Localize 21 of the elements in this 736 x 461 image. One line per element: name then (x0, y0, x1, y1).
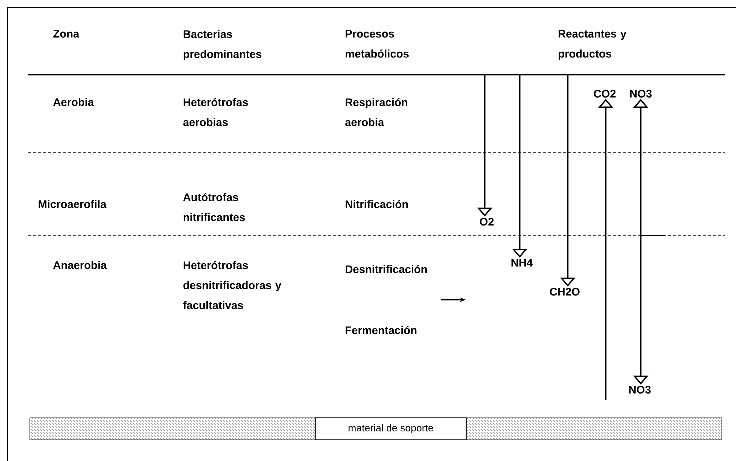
species-label: CO2 (594, 90, 616, 98)
table-text: Respiración aerobia (346, 98, 408, 126)
table-text: Autótrofas nitrificantes (183, 193, 246, 222)
table-text: Reactantes y productos (558, 30, 627, 60)
species-label: NH4 (512, 259, 533, 267)
support-label-box: material de soporte (315, 418, 467, 440)
table-text: Heterótrofas aerobias (184, 98, 248, 126)
table-text: Aerobia (53, 98, 94, 106)
species-label: CH2O (550, 288, 580, 296)
species-label: NO3 (629, 386, 651, 394)
species-label: O2 (480, 218, 494, 226)
table-text: Desnitrificación (346, 265, 428, 274)
table-text: Procesos metabólicos (346, 30, 409, 58)
table-text: Bacterias predominantes (184, 30, 262, 60)
table-text: Nitrificación (346, 200, 408, 208)
table-text: Microaerofila (38, 200, 107, 208)
table-text: Zona (54, 30, 80, 38)
species-label: NO3 (630, 90, 652, 98)
table-text: Heterótrofas desnitrificadoras y facultativas (183, 261, 282, 310)
table-text: Anaerobia (53, 261, 108, 270)
table-text: Fermentación (346, 326, 417, 334)
